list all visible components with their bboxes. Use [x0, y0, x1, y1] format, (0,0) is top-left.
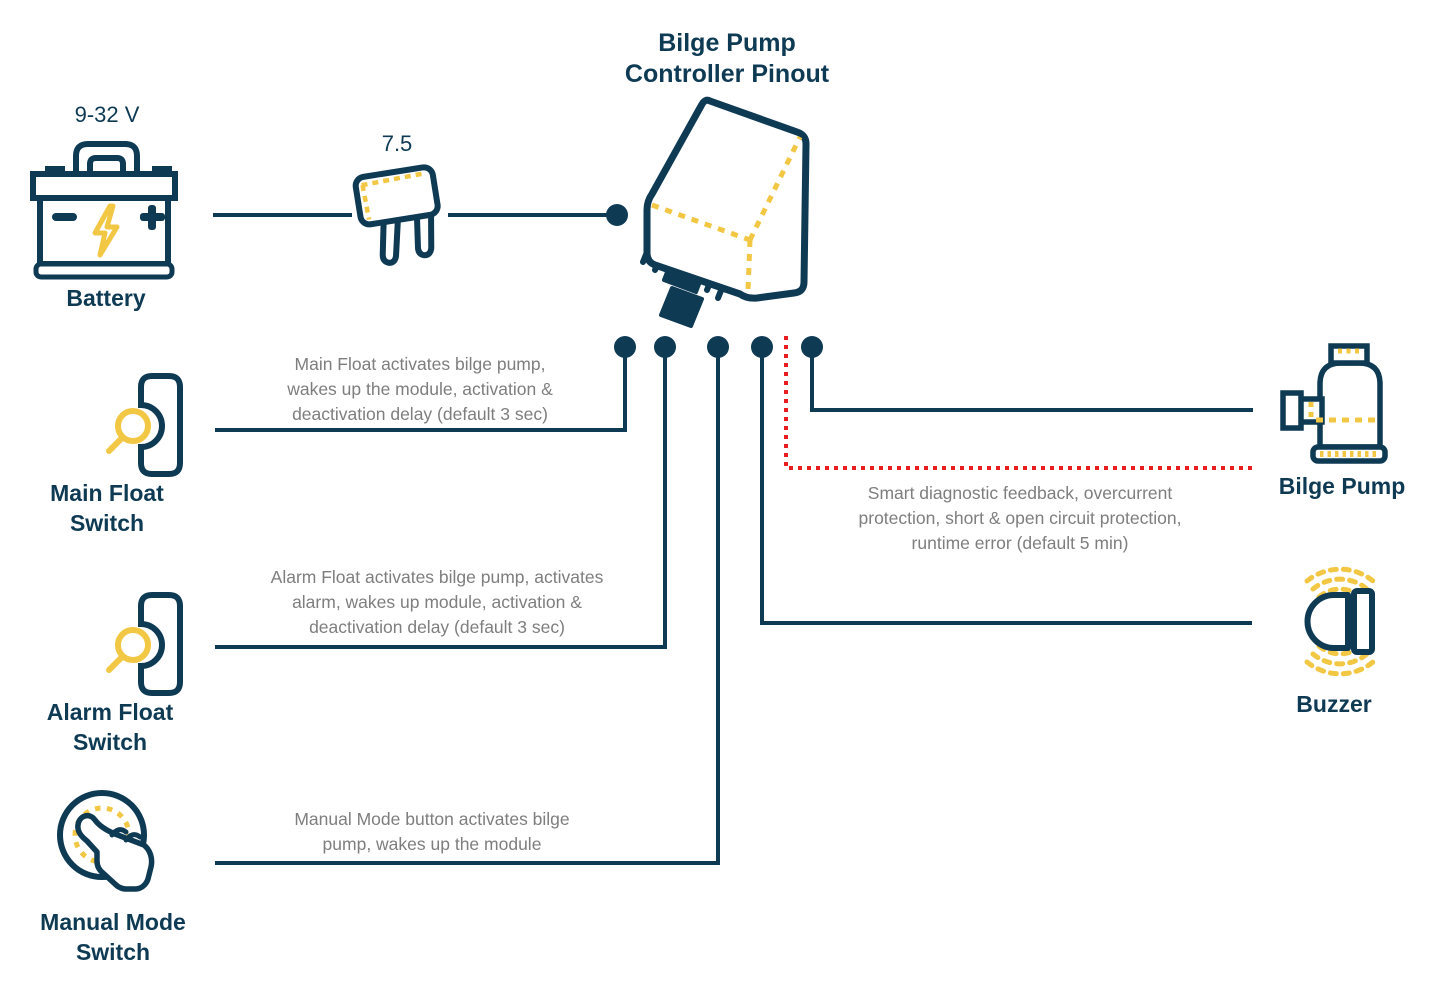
manual-mode-description: Manual Mode button activates bilge pump,…	[294, 809, 570, 854]
diagnostic-description: Smart diagnostic feedback, overcurrent p…	[858, 483, 1182, 553]
page-title: Bilge Pump Controller Pinout	[624, 29, 830, 89]
wire-main-float	[215, 349, 627, 432]
relay-hidden-edges	[651, 135, 803, 292]
main-float-description: Main Float activates bilge pump, wakes u…	[287, 354, 553, 424]
manual-mode-label: Manual Mode Switch	[40, 909, 186, 965]
minus-terminal	[52, 213, 77, 221]
battery-icon	[30, 141, 178, 280]
pin-dot-buzzer	[751, 336, 773, 358]
pointing-hand-icon	[75, 812, 155, 892]
buzzer-label: Buzzer	[1296, 691, 1372, 717]
alarm-float-description: Alarm Float activates bilge pump, activa…	[270, 567, 604, 637]
main-float-switch-icon	[106, 373, 183, 477]
main-float-label: Main Float Switch	[50, 480, 164, 536]
pump-detail-lines	[1308, 348, 1380, 457]
battery-label: Battery	[66, 285, 146, 311]
controller-relay-icon	[640, 96, 810, 328]
bilge-pump-icon	[1280, 343, 1388, 464]
pin-dot-bilge-pump	[801, 336, 823, 358]
plus-terminal	[140, 205, 165, 230]
float-icon	[106, 408, 151, 454]
pin-dot-manual-mode	[707, 336, 729, 358]
pin-dot-main-float	[614, 336, 636, 358]
bilge-pump-label: Bilge Pump	[1278, 473, 1406, 499]
fuse-icon	[352, 164, 441, 266]
pin-dot-alarm-float	[654, 336, 676, 358]
float-icon	[106, 627, 151, 673]
wire-manual-mode	[215, 349, 720, 865]
buzzer-icon	[1304, 566, 1376, 677]
wire-diagnostic-feedback	[784, 336, 1255, 470]
wire-buzzer	[760, 349, 1252, 625]
fuse-rating: 7.5	[381, 131, 413, 156]
power-pin-dot	[606, 204, 628, 226]
alarm-float-switch-icon	[106, 592, 183, 696]
wire-bilge-pump	[810, 349, 1253, 412]
lightning-icon	[92, 203, 120, 258]
alarm-float-label: Alarm Float Switch	[46, 699, 174, 755]
battery-voltage: 9-32 V	[74, 102, 140, 127]
manual-mode-switch-icon	[57, 790, 155, 892]
wire-alarm-float	[215, 349, 667, 649]
